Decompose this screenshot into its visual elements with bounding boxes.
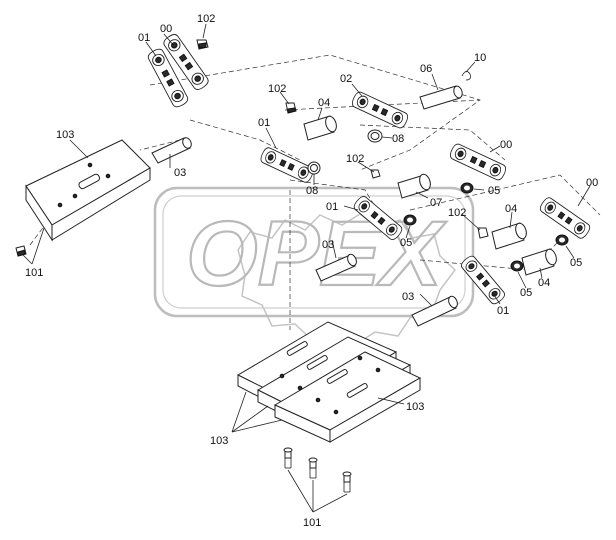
watermark-frame-inner bbox=[162, 195, 466, 309]
label-102: 102 bbox=[448, 207, 466, 219]
track-link-01-right-lower bbox=[459, 253, 507, 307]
bolts-101-bottom bbox=[283, 447, 352, 493]
seal-08-upper bbox=[367, 129, 383, 143]
label-01: 01 bbox=[326, 201, 338, 213]
label-04: 04 bbox=[538, 277, 550, 289]
label-07: 07 bbox=[430, 197, 442, 209]
label-03: 03 bbox=[402, 291, 414, 303]
label-103: 103 bbox=[210, 435, 228, 447]
track-link-02 bbox=[350, 90, 410, 130]
label-08: 08 bbox=[392, 133, 404, 145]
track-shoe-stack-bottom bbox=[236, 321, 422, 443]
pin-03-center bbox=[315, 253, 357, 282]
clip-10 bbox=[461, 71, 471, 81]
label-01: 01 bbox=[497, 305, 509, 317]
label-03: 03 bbox=[322, 239, 334, 251]
label-06: 06 bbox=[420, 63, 432, 75]
nut-102-top bbox=[196, 39, 209, 50]
label-01: 01 bbox=[138, 32, 150, 44]
label-101: 101 bbox=[25, 267, 43, 279]
seal-08-middle bbox=[307, 161, 321, 175]
track-shoe-left bbox=[25, 139, 151, 242]
label-05: 05 bbox=[520, 287, 532, 299]
label-101: 101 bbox=[303, 517, 321, 529]
label-02: 02 bbox=[340, 73, 352, 85]
label-00: 00 bbox=[500, 139, 512, 151]
leader-lines bbox=[21, 23, 591, 513]
label-05: 05 bbox=[570, 257, 582, 269]
label-05: 05 bbox=[400, 237, 412, 249]
bushing-07 bbox=[397, 173, 431, 199]
pin-06 bbox=[419, 85, 463, 110]
label-03: 03 bbox=[174, 167, 186, 179]
pin-03-left bbox=[151, 137, 192, 164]
track-link-01-middle bbox=[258, 145, 316, 185]
label-05: 05 bbox=[488, 185, 500, 197]
track-shoe-bottom-3 bbox=[273, 351, 422, 443]
nut-102-middle bbox=[285, 102, 297, 114]
nut-102-d bbox=[477, 227, 489, 239]
seal-05-a bbox=[460, 182, 474, 194]
label-103: 103 bbox=[406, 401, 424, 413]
label-00: 00 bbox=[586, 177, 598, 189]
watermark-frame bbox=[153, 186, 475, 318]
bolt-101-left bbox=[15, 245, 27, 257]
label-103: 103 bbox=[56, 129, 74, 141]
track-link-00-right-lower bbox=[537, 195, 593, 241]
label-04: 04 bbox=[505, 203, 517, 215]
label-10: 10 bbox=[474, 52, 486, 64]
seal-05-c bbox=[555, 234, 569, 246]
label-04: 04 bbox=[318, 97, 330, 109]
track-link-assembly-top-left bbox=[146, 31, 211, 110]
bushing-04-lower bbox=[521, 248, 557, 276]
bushing-04-right bbox=[491, 222, 527, 250]
seal-05-d bbox=[510, 260, 524, 272]
bushing-04-upper bbox=[303, 115, 337, 141]
label-00: 00 bbox=[160, 23, 172, 35]
label-102: 102 bbox=[346, 153, 364, 165]
gear-outline-watermark bbox=[237, 213, 457, 346]
seal-05-b bbox=[403, 214, 417, 226]
track-link-00-right-upper bbox=[448, 142, 508, 182]
label-102: 102 bbox=[268, 83, 286, 95]
callout-labels: 00 01 102 103 03 101 102 04 02 06 10 08 … bbox=[25, 13, 598, 529]
label-01: 01 bbox=[258, 117, 270, 129]
label-08: 08 bbox=[306, 185, 318, 197]
label-102: 102 bbox=[197, 13, 215, 25]
pin-03-lower bbox=[411, 295, 458, 327]
